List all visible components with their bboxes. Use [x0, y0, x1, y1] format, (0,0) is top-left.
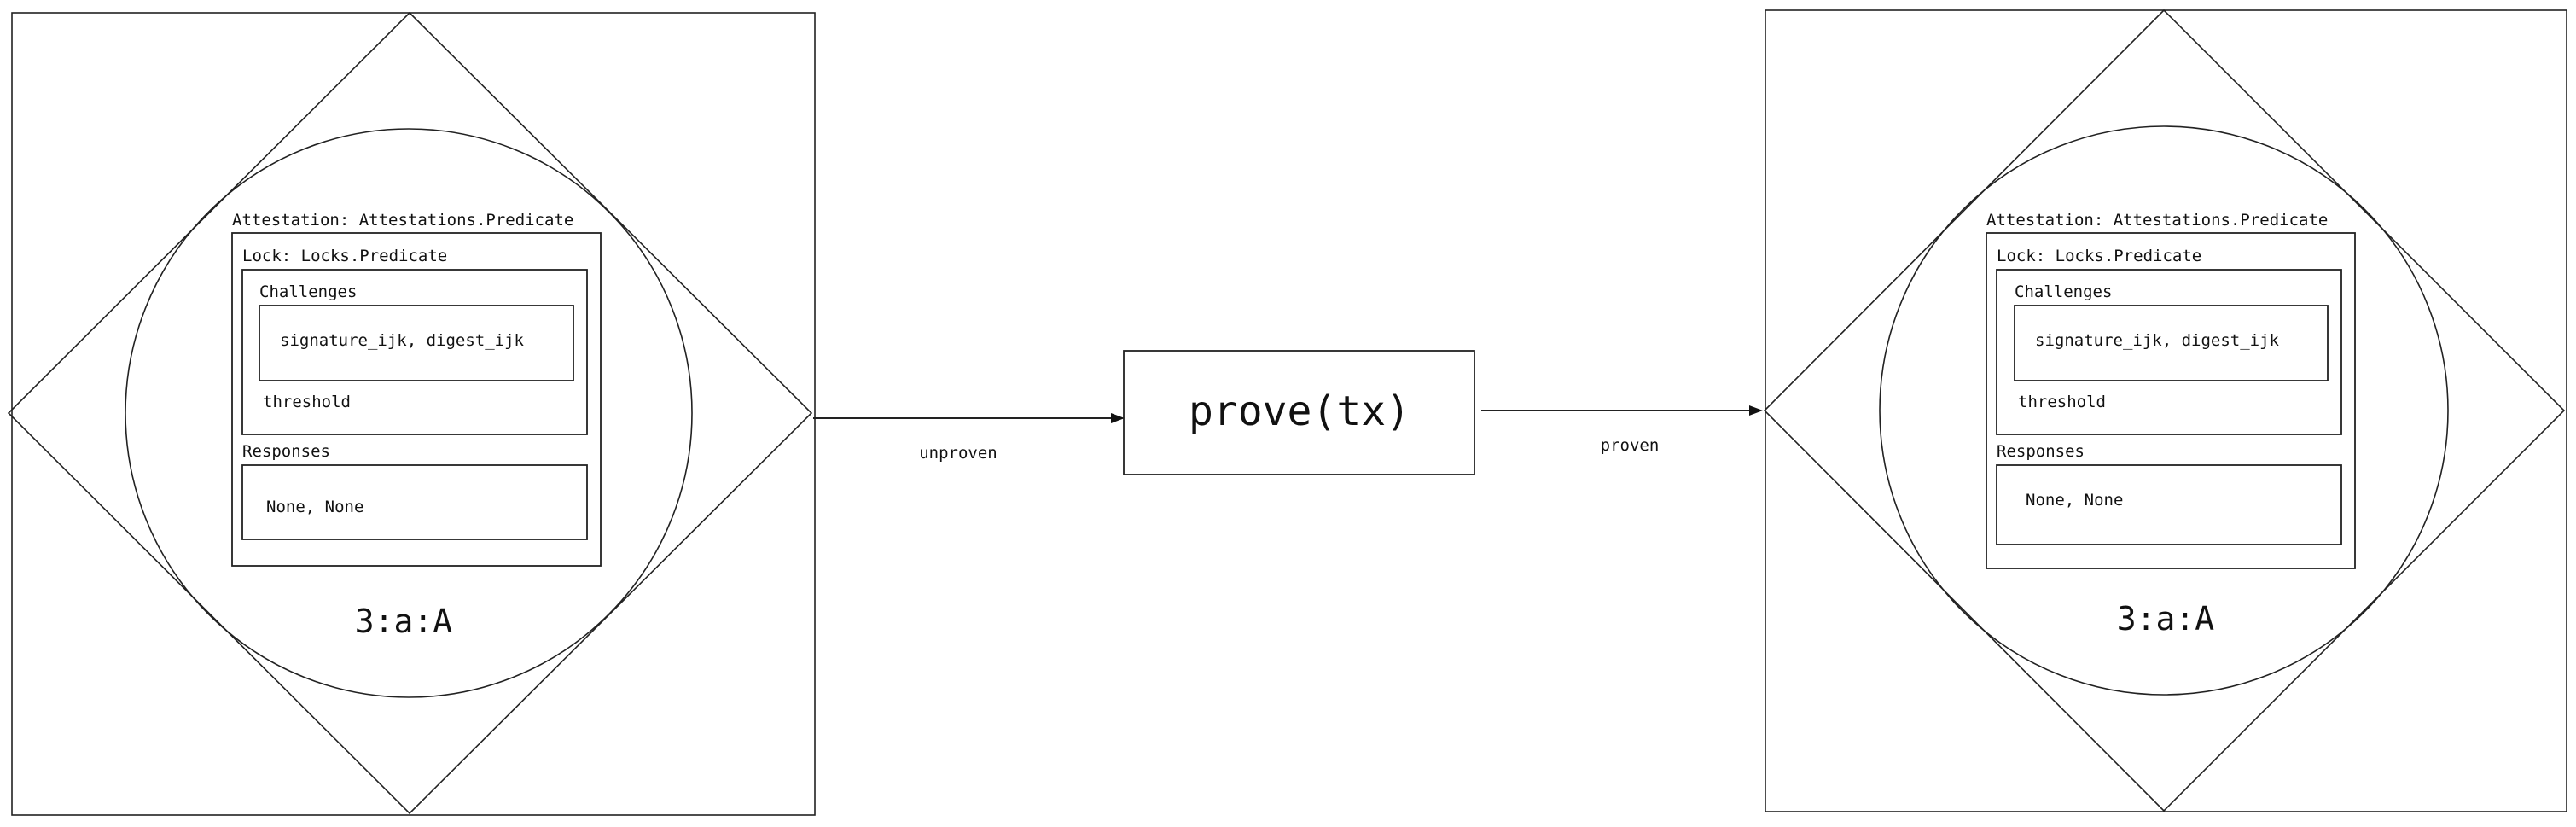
target-circle — [1879, 125, 2449, 696]
target-challenges-value: signature_ijk, digest_ijk — [2035, 331, 2280, 350]
source-circle — [125, 128, 693, 698]
source-lock-label: Lock: Locks.Predicate — [242, 247, 447, 265]
source-diamond — [7, 11, 813, 815]
source-node-id: 3:a:A — [355, 603, 453, 640]
source-threshold-label: threshold — [263, 393, 351, 411]
target-outer-square — [1765, 9, 2567, 812]
source-responses-value: None, None — [266, 498, 363, 516]
source-attestation-label: Attestation: Attestations.Predicate — [232, 211, 573, 230]
edge-proven-label: proven — [1601, 436, 1660, 455]
target-attestation-label: Attestation: Attestations.Predicate — [1986, 211, 2328, 230]
edge-unproven: unproven — [813, 413, 1125, 463]
source-node[interactable]: Attestation: Attestations.Predicate Lock… — [7, 11, 816, 816]
source-challenges-box — [259, 305, 574, 381]
target-responses-label: Responses — [1997, 442, 2085, 461]
source-challenges-label: Challenges — [259, 282, 357, 301]
target-challenges-box — [2014, 305, 2329, 381]
target-responses-value: None, None — [2026, 491, 2123, 510]
process-box — [1123, 350, 1475, 475]
source-outer-square — [11, 12, 816, 816]
target-node-id: 3:a:A — [2117, 600, 2215, 638]
target-attestation-box — [1986, 232, 2356, 569]
source-challenges-value: signature_ijk, digest_ijk — [280, 331, 525, 350]
edge-unproven-label: unproven — [919, 444, 997, 463]
process-node[interactable]: prove(tx) — [1123, 350, 1475, 475]
edge-proven-arrowhead — [1749, 405, 1763, 416]
target-diamond — [1763, 9, 2566, 812]
target-challenges-label: Challenges — [2015, 282, 2112, 301]
target-responses-box — [1996, 464, 2342, 545]
source-responses-box — [241, 464, 588, 540]
target-node[interactable]: Attestation: Attestations.Predicate Lock… — [1763, 9, 2567, 812]
target-threshold-label: threshold — [2018, 393, 2106, 411]
source-lock-box — [241, 269, 588, 435]
target-lock-box — [1996, 269, 2342, 435]
edge-proven: proven — [1481, 405, 1763, 455]
source-responses-label: Responses — [242, 442, 330, 461]
target-lock-label: Lock: Locks.Predicate — [1997, 247, 2201, 265]
source-attestation-box — [231, 232, 602, 567]
edge-unproven-arrowhead — [1111, 413, 1125, 423]
process-label: prove(tx) — [1189, 387, 1410, 435]
